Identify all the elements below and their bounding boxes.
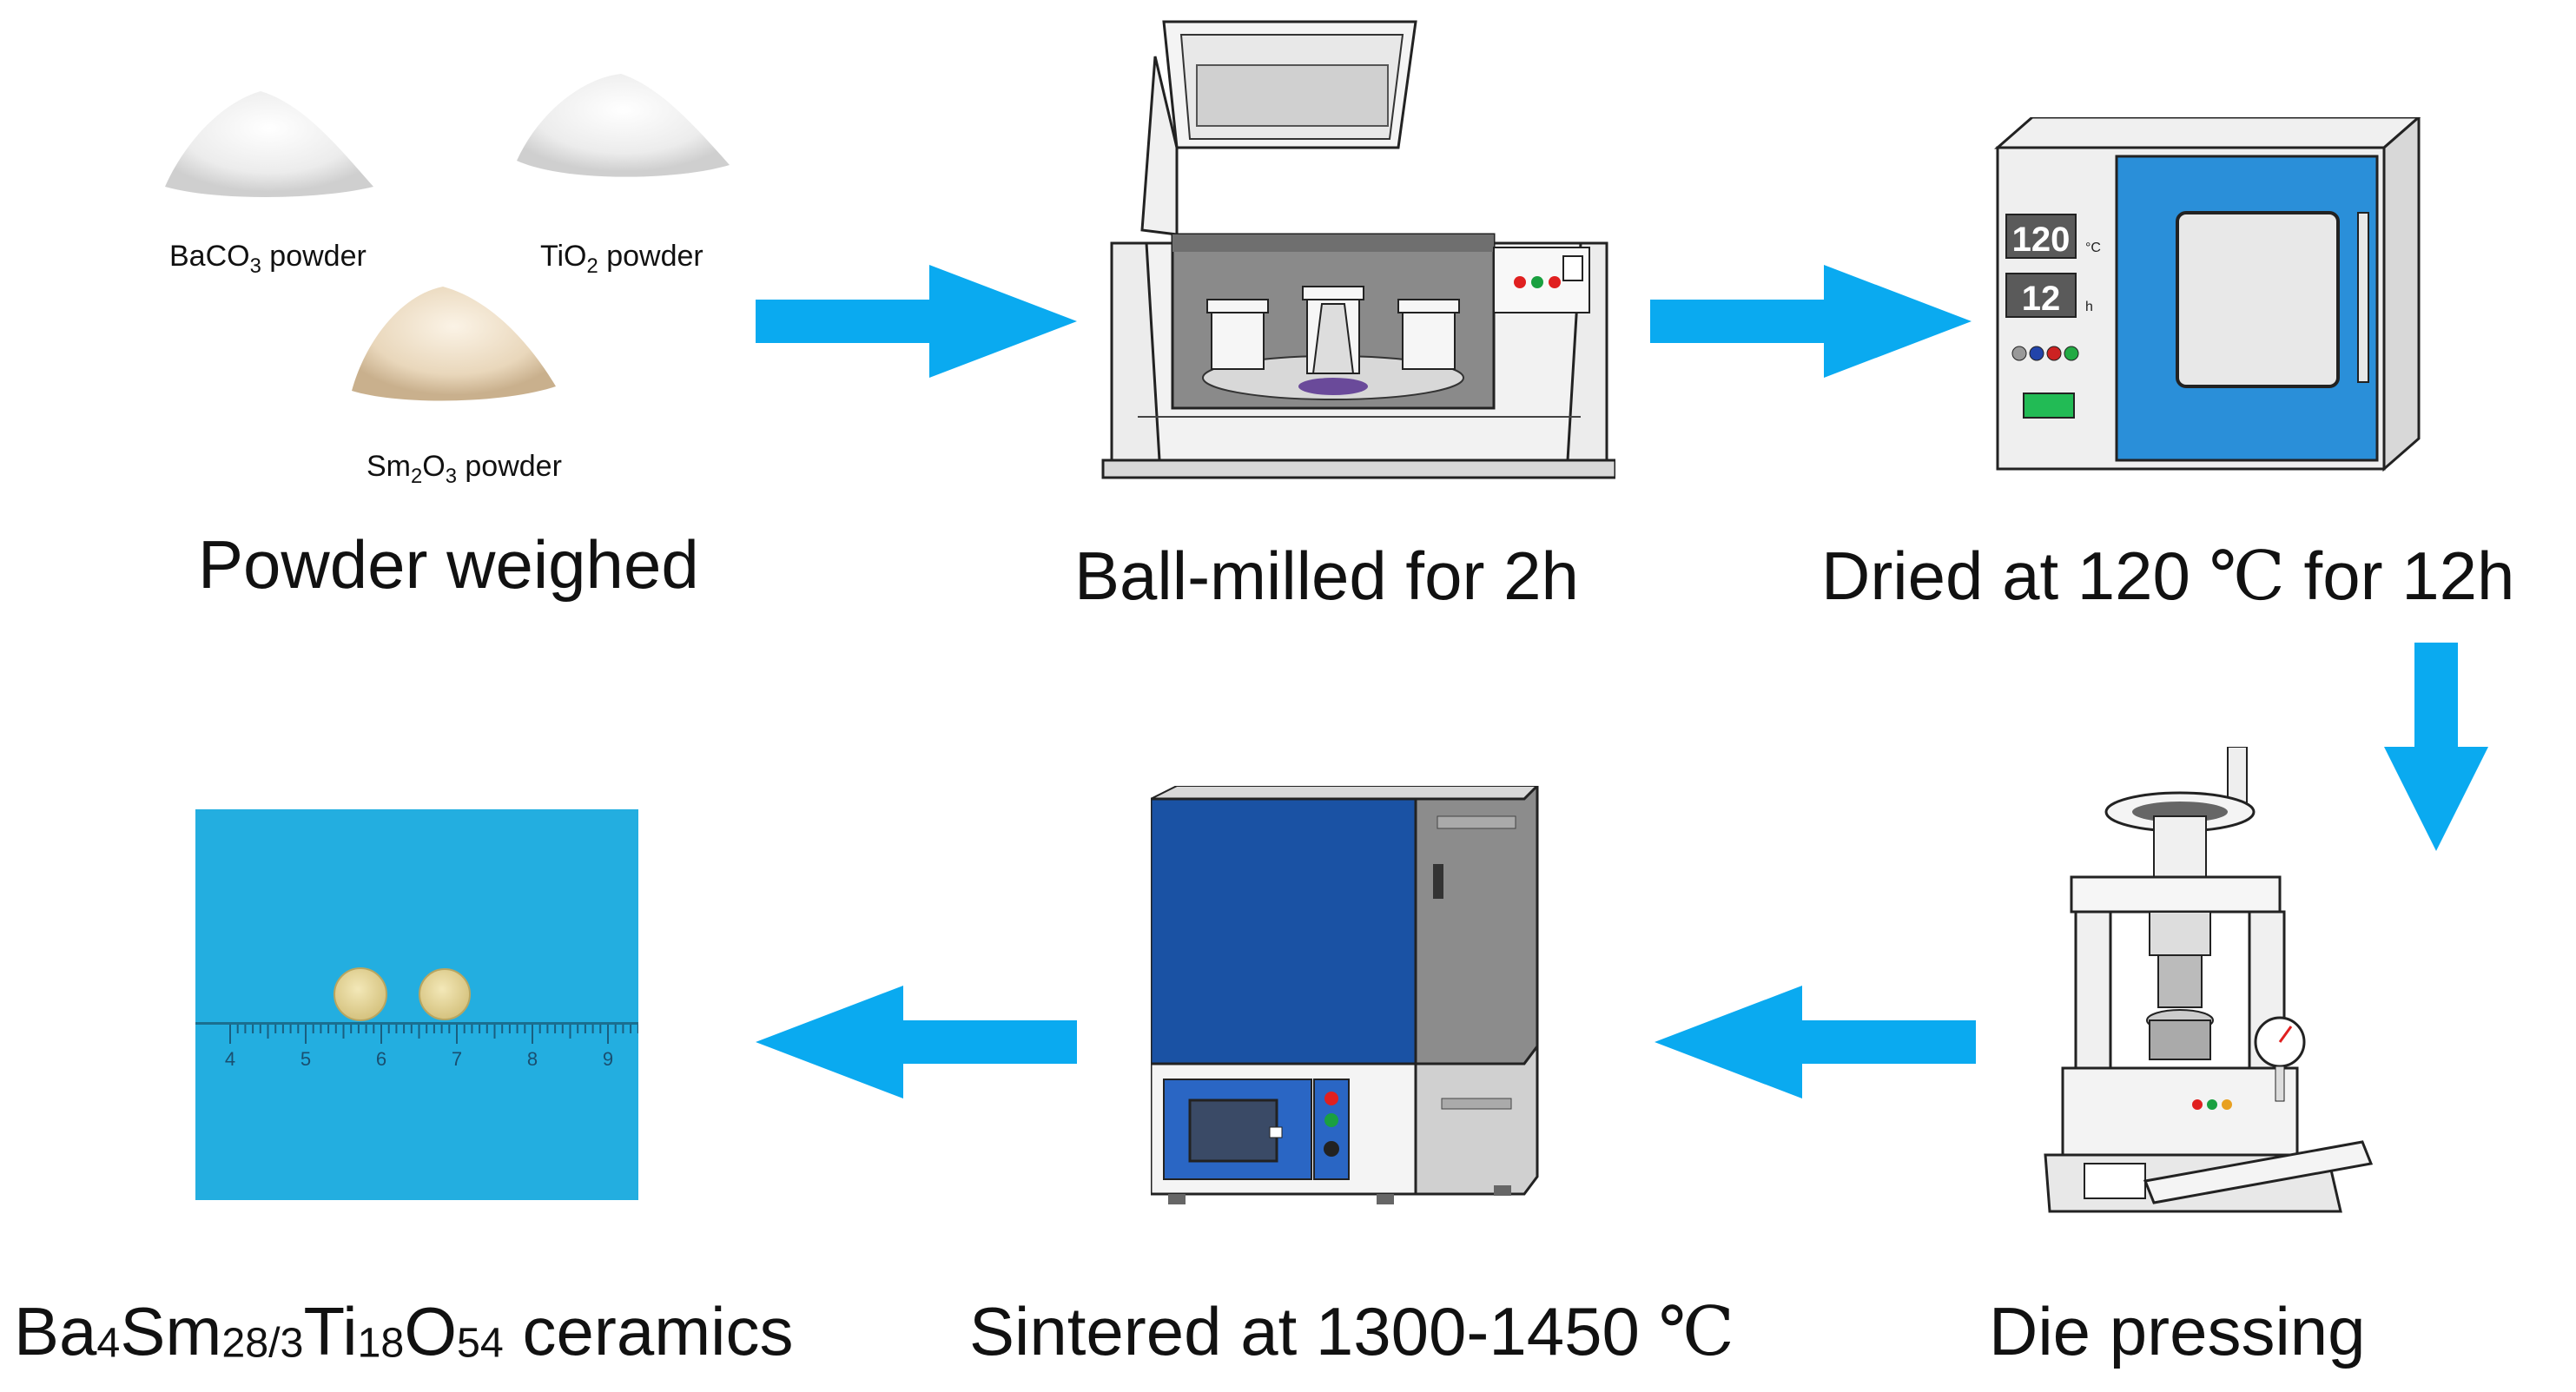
powder-piles-illustration <box>165 74 730 401</box>
baco3-powder-icon <box>165 91 373 198</box>
drying-oven-icon: 120 °C 12 h <box>1994 117 2421 472</box>
ceramic-pellet <box>419 968 471 1020</box>
baco3-powder-label: BaCO3 powder <box>169 240 367 278</box>
step-ceramics-label: Ba4Sm28/3Ti18O54 ceramics <box>14 1293 794 1369</box>
ruler-tick-label: 9 <box>603 1048 613 1070</box>
ceramic-pellet <box>334 967 387 1021</box>
step-die-pressing-label: Die pressing <box>1989 1293 2366 1369</box>
ball-mill-icon <box>1101 20 1615 479</box>
oven-temp-readout: 120 <box>2012 221 2071 259</box>
ruler-tick-label: 4 <box>225 1048 235 1070</box>
ruler-tick-label: 8 <box>527 1048 538 1070</box>
die-press-icon <box>2044 747 2374 1213</box>
ruler-tick-label: 5 <box>301 1048 311 1070</box>
oven-temp-unit: °C <box>2085 241 2101 255</box>
arrow-icon <box>1650 265 1972 378</box>
oven-time-unit: h <box>2085 300 2093 314</box>
arrow-icon <box>1655 986 1976 1098</box>
tio2-powder-label: TiO2 powder <box>540 240 703 278</box>
sm2o3-powder-icon <box>352 287 556 401</box>
arrow-icon <box>2384 643 2488 851</box>
step-sintered-label: Sintered at 1300-1450 ℃ <box>969 1293 1734 1371</box>
muffle-furnace-icon <box>1151 786 1539 1204</box>
step-powder-weighed-label: Powder weighed <box>198 526 699 603</box>
step-ball-milled-label: Ball-milled for 2h <box>1074 538 1579 614</box>
ruler-and-pellets: 4 5 6 7 8 9 <box>195 967 638 1070</box>
arrow-icon <box>756 986 1077 1098</box>
tio2-powder-icon <box>517 74 730 177</box>
sm2o3-powder-label: Sm2O3 powder <box>367 450 562 488</box>
ceramic-pellets-photo: 4 5 6 7 8 9 <box>195 809 638 1200</box>
oven-time-readout: 12 <box>2022 280 2061 318</box>
step-dried-label: Dried at 120 ℃ for 12h <box>1821 538 2515 616</box>
arrow-icon <box>756 265 1077 378</box>
ruler-tick-label: 7 <box>452 1048 462 1070</box>
ruler-tick-label: 6 <box>376 1048 386 1070</box>
